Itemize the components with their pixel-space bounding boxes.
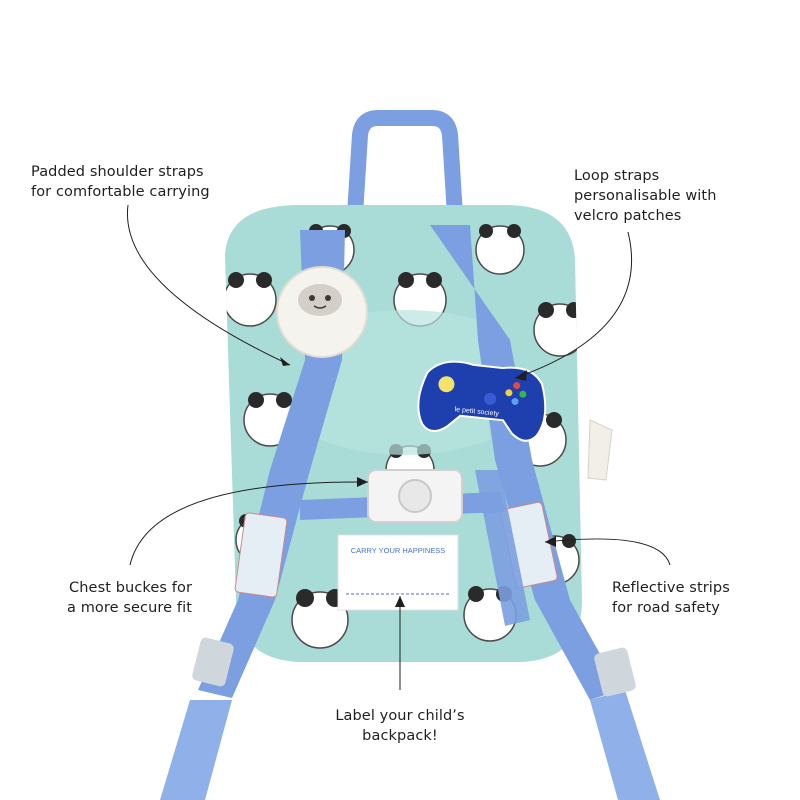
sheep-patch bbox=[276, 266, 368, 358]
chest-callout-line bbox=[129, 481, 369, 566]
label-callout-line-1: Label your child’s bbox=[335, 708, 465, 724]
chest-callout-line-1: Chest buckes for bbox=[69, 580, 192, 596]
loop-callout-line-3: velcro patches bbox=[574, 208, 682, 224]
name-label-tag-text: CARRY YOUR HAPPINESS bbox=[351, 546, 446, 555]
loop-callout-line bbox=[514, 231, 632, 379]
zipper-pull bbox=[587, 419, 613, 481]
shoulder-callout-line bbox=[126, 204, 291, 366]
shoulder-straps-callout: Padded shoulder straps for comfortable c… bbox=[31, 162, 210, 202]
chest-callout-line-2: a more secure fit bbox=[67, 600, 192, 616]
chest-strap bbox=[300, 469, 530, 626]
reflective-callout-line-2: for road safety bbox=[612, 600, 720, 616]
top-handle bbox=[347, 110, 463, 216]
callout-arrowheads bbox=[280, 357, 556, 607]
controller-patch-text: le petit society bbox=[454, 406, 499, 418]
shoulder-callout-line-2: for comfortable carrying bbox=[31, 184, 210, 200]
reflective-callout-line-1: Reflective strips bbox=[612, 580, 730, 596]
name-label-tag: CARRY YOUR HAPPINESS bbox=[337, 534, 459, 611]
reflective-strips-callout: Reflective strips for road safety bbox=[612, 578, 730, 618]
label-callout-line-2: backpack! bbox=[362, 728, 438, 744]
reflective-callout-line bbox=[544, 538, 671, 566]
callout-lines bbox=[126, 204, 671, 690]
shoulder-callout-line-1: Padded shoulder straps bbox=[31, 164, 204, 180]
loop-straps-callout: Loop straps personalisable with velcro p… bbox=[574, 166, 717, 226]
controller-patch: le petit society bbox=[417, 360, 547, 442]
chest-buckle-callout: Chest buckes for a more secure fit bbox=[67, 578, 192, 618]
loop-callout-line-1: Loop straps bbox=[574, 168, 660, 184]
name-label-callout: Label your child’s backpack! bbox=[318, 706, 482, 746]
loop-callout-line-2: personalisable with bbox=[574, 188, 717, 204]
